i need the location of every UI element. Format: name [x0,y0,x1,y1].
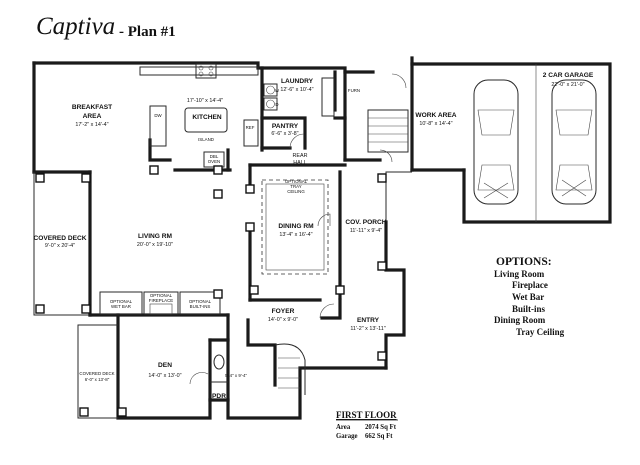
laundry-name: LAUNDRY [281,78,314,85]
garage-name: 2 CAR GARAGE [543,72,594,79]
living-fixtures: OPTIONAL WET BAR OPTIONAL FIREPLACE OPTI… [99,291,221,315]
kitchen-name: KITCHEN [192,114,222,121]
dining-dims: 13'-4" x 16'-4" [279,232,312,238]
pdr-name: PDR [212,393,226,400]
laundry-dims: 12'-6" x 10'-4" [280,87,313,93]
work-area-dims: 10'-8" x 14'-4" [419,121,452,127]
garage-cars [473,64,597,222]
fireplace-label-2: FIREPLACE [149,298,173,303]
option-item-3: Wet Bar [512,292,544,302]
double-oven-label-1: DBL [210,154,219,159]
foyer-stairs [213,343,306,395]
car-left [473,79,519,205]
dining-name: DINING RM [278,223,314,230]
dryer-label: D [275,102,278,107]
room-labels: BREAKFAST AREA 17'-2" x 14'-4" 17'-10" x… [33,72,593,400]
breakfast-dims: 17'-2" x 14'-4" [75,122,108,128]
refrigerator-label: REF [246,125,255,130]
tray-label-3: CEILING [287,189,305,194]
doors [189,73,407,385]
covered-deck-2-dims: 6'-0" x 13'-8" [85,377,110,382]
rear-hall-name-2: HALL [293,160,307,166]
closet-dims: 5'-4" x 9'-4" [225,373,248,378]
options-heading: OPTIONS: [496,256,552,268]
breakfast-name-2: AREA [83,113,102,120]
covered-deck-name: COVERED DECK [33,235,86,242]
tray-ceiling: OPTIONAL TRAY CEILING [261,179,329,275]
rear-hall-name-1: REAR [293,153,308,159]
foyer-name: FOYER [272,308,295,315]
toilet-icon [213,354,225,370]
options-list: OPTIONS: Living Room Fireplace Wet Bar B… [494,256,565,337]
wet-bar-label-1: OPTIONAL [110,299,133,304]
option-item-2: Fireplace [512,280,548,290]
option-item-1: Living Room [494,269,545,279]
kitchen-dims: 17'-10" x 14'-4" [187,98,223,104]
columns [35,165,387,417]
area-label: Area [336,424,351,431]
tray-label-2: TRAY [290,184,301,189]
living-dims: 20'-0" x 19'-10" [137,242,173,248]
garage-area-value: 662 Sq Ft [365,433,393,440]
island-label: ISLAND [198,137,214,142]
dishwasher-label: DW [154,113,162,118]
den-name: DEN [158,362,172,369]
breakfast-name-1: BREAKFAST [72,104,112,111]
plan-name: Captiva [36,13,115,40]
garage-dims: 22'-0" x 21'-0" [551,82,584,88]
laundry-fixtures: W D FURN [263,77,360,117]
pantry-dims: 6'-6" x 3'-8" [271,131,298,137]
tray-label-1: OPTIONAL [285,179,308,184]
option-item-4: Built-ins [512,304,546,314]
double-oven-label-2: OVEN [208,159,220,164]
washer-label: W [275,88,280,93]
den-dims: 14'-0" x 13'-0" [148,373,181,379]
garage-area-label: Garage [336,433,358,440]
entry-name: ENTRY [357,317,380,324]
fireplace-label-1: OPTIONAL [150,293,173,298]
plan-title: Captiva - Plan #1 [36,13,176,40]
first-floor-summary: FIRST FLOOR Area 2074 Sq Ft Garage 662 S… [336,410,398,440]
option-item-6: Tray Ceiling [516,327,565,337]
built-ins-label-1: OPTIONAL [189,299,212,304]
entry-dims: 11'-2" x 13'-11" [350,326,385,332]
foyer-dims: 14'-0" x 9'-0" [268,317,298,323]
covered-deck-dims: 9'-0" x 20'-4" [45,243,75,249]
work-area-name: WORK AREA [415,112,456,119]
kitchen-fixtures: DW REF DBL OVEN ISLAND [139,63,259,168]
wet-bar-label-2: WET BAR [111,304,131,309]
area-value: 2074 Sq Ft [365,424,397,431]
cov-porch-dims: 11'-11" x 9'-4" [350,228,382,234]
built-ins-label-2: BUILT-INS [190,304,211,309]
plan-number: - Plan #1 [119,24,176,40]
first-floor-heading: FIRST FLOOR [336,410,397,420]
covered-deck-2-name: COVERED DECK [79,371,114,376]
living-name: LIVING RM [138,233,173,240]
pantry-name: PANTRY [272,123,299,130]
furnace-label: FURN [348,88,360,93]
option-item-5: Dining Room [494,315,546,325]
car-right [551,79,597,205]
cov-porch-name: COV. PORCH [345,219,386,226]
